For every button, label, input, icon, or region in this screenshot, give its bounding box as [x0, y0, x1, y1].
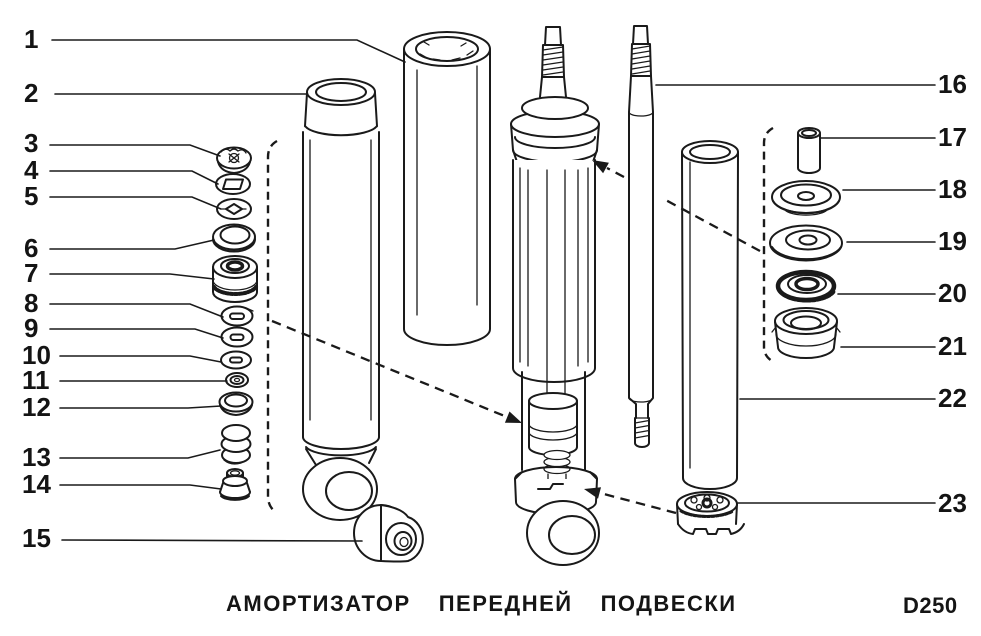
caption-word-3: ПОДВЕСКИ — [600, 591, 737, 616]
part-1-cartridge-tube-drawing — [403, 31, 491, 346]
caption-word-2: ПЕРЕДНЕЙ — [438, 591, 573, 616]
callout-17: 17 — [938, 122, 967, 152]
part-13-valve-spring-drawing — [220, 424, 252, 465]
callout-10: 10 — [22, 340, 51, 370]
assembled-shock-absorber-drawing — [510, 26, 600, 566]
part-17-spacer-sleeve-drawing — [797, 127, 821, 174]
part-19-lower-support-washer-drawing — [769, 224, 843, 262]
part-6-retainer-ring-drawing — [212, 223, 256, 253]
callout-22: 22 — [938, 383, 967, 413]
callout-8: 8 — [24, 288, 38, 318]
drawing-code: D250 — [903, 593, 958, 618]
callout-5: 5 — [24, 181, 38, 211]
part-15-rubber-bushing-drawing — [353, 504, 424, 563]
part-10-disc-washer-drawing — [220, 350, 252, 370]
assembly-arrow-left-group — [271, 319, 522, 423]
leader-lines — [49, 39, 936, 542]
callout-12: 12 — [22, 392, 51, 422]
callout-18: 18 — [938, 174, 967, 204]
part-3-castellated-nut-drawing — [216, 146, 252, 174]
callout-4: 4 — [24, 155, 39, 185]
part-22-working-cylinder-drawing — [681, 140, 739, 490]
part-2-reservoir-tube-drawing — [302, 78, 380, 521]
callout-16: 16 — [938, 69, 967, 99]
callout-11: 11 — [22, 365, 50, 395]
assembly-arrow-base-valve — [584, 487, 677, 515]
callout-3: 3 — [24, 128, 38, 158]
bracket-parts-3-14 — [266, 139, 278, 514]
part-23-base-valve-drawing — [676, 491, 745, 535]
bracket-parts-17-21 — [762, 126, 774, 363]
part-11-grommet-drawing — [225, 372, 249, 388]
callout-9: 9 — [24, 313, 38, 343]
part-16-piston-rod-drawing — [628, 25, 654, 448]
callout-13: 13 — [22, 442, 51, 472]
callout-7: 7 — [24, 258, 38, 288]
callout-numbers: 1 2 3 4 5 6 7 8 9 10 11 12 13 14 15 16 1… — [22, 24, 967, 553]
callout-2: 2 — [24, 78, 38, 108]
callout-21: 21 — [938, 331, 967, 361]
part-4-square-hole-washer-drawing — [215, 173, 251, 195]
part-5-valve-washer-drawing — [216, 198, 252, 220]
callout-19: 19 — [938, 226, 967, 256]
callout-6: 6 — [24, 233, 38, 263]
part-9-disc-washer-drawing — [220, 326, 254, 348]
callout-14: 14 — [22, 469, 51, 499]
figure-caption: АМОРТИЗАТОР ПЕРЕДНЕЙ ПОДВЕСКИ — [226, 591, 737, 617]
part-7-rod-guide-assembly-drawing — [212, 255, 258, 303]
callout-23: 23 — [938, 488, 967, 518]
callout-15: 15 — [22, 523, 51, 553]
caption-word-1: АМОРТИЗАТОР — [226, 591, 411, 616]
part-8-notched-washer-drawing — [220, 305, 254, 327]
part-20-thrust-bearing-drawing — [775, 269, 837, 303]
part-21-support-cup-drawing — [771, 307, 841, 359]
callout-1: 1 — [24, 24, 38, 54]
assembly-arrow-right-group — [592, 160, 761, 253]
part-14-valve-nut-drawing — [219, 468, 251, 501]
part-18-upper-support-washer-drawing — [771, 180, 841, 216]
part-12-spring-cup-drawing — [218, 391, 254, 416]
callout-20: 20 — [938, 278, 967, 308]
